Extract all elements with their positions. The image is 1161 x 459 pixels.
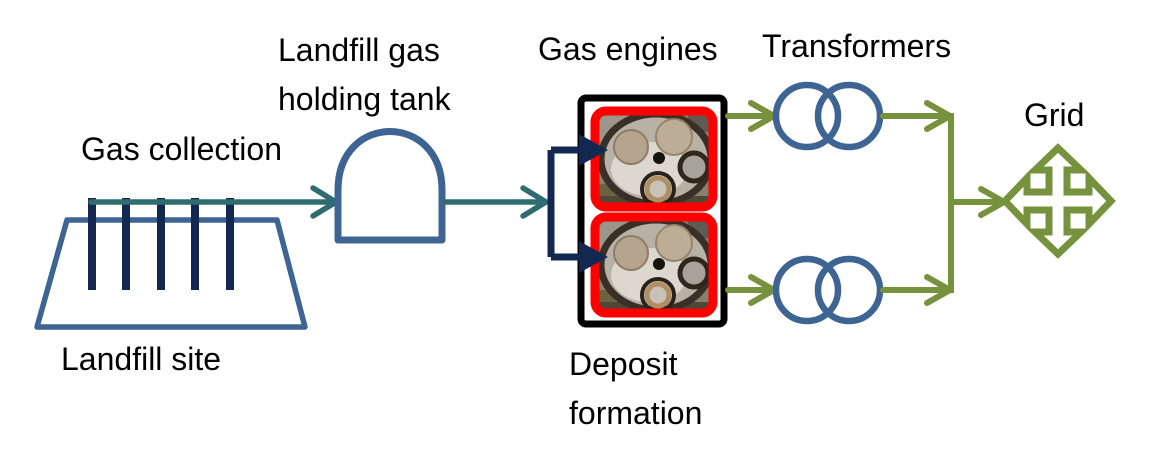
label-deposit-formation: Deposit formation	[569, 340, 702, 438]
label-holding-tank-line2: holding tank	[278, 81, 451, 117]
gas-well-icon	[191, 198, 199, 290]
label-gas-engines: Gas engines	[538, 31, 718, 67]
transformer-coils-icon-bottom	[772, 255, 884, 325]
bus-to-grid-arrow	[948, 186, 1007, 218]
transformer-output-arrow-top	[880, 100, 953, 132]
transformer-output-arrow-bottom	[880, 274, 953, 306]
label-holding-tank-line1: Landfill gas	[278, 32, 440, 68]
gas-well-bars	[88, 198, 234, 290]
label-landfill-site: Landfill site	[61, 341, 222, 377]
gas-well-icon	[88, 198, 96, 290]
gas-well-icon	[226, 198, 234, 290]
gas-well-icon	[122, 198, 130, 290]
label-deposit-line2: formation	[569, 395, 703, 431]
splitter-arrowhead-bottom	[579, 241, 608, 273]
dome-tank-icon	[334, 128, 446, 244]
label-gas-collection: Gas collection	[81, 131, 282, 167]
flow-splitter-bracket	[547, 134, 608, 273]
gas-engines-frame	[577, 94, 728, 328]
label-deposit-line1: Deposit	[569, 346, 678, 382]
landfill-trapezoid-icon	[34, 217, 308, 330]
label-transformers: Transformers	[762, 28, 952, 64]
deposit-highlight-frame-top	[590, 106, 718, 212]
label-grid: Grid	[1024, 97, 1085, 133]
gas-well-icon	[157, 198, 165, 290]
label-holding-tank: Landfill gas holding tank	[278, 26, 451, 124]
engine-to-transformer-arrow-top	[725, 100, 777, 132]
deposit-highlight-frame-bottom	[590, 212, 718, 318]
engine-cylinder-head-photo	[598, 114, 714, 204]
tank-to-engines-arrow	[443, 185, 549, 219]
four-way-arrows-icon	[1000, 143, 1116, 259]
splitter-arrowhead-top	[579, 134, 608, 166]
transformer-coils-icon-top	[772, 81, 884, 151]
engine-to-transformer-arrow-bottom	[725, 274, 777, 306]
engine-cylinder-head-photo	[598, 220, 714, 311]
